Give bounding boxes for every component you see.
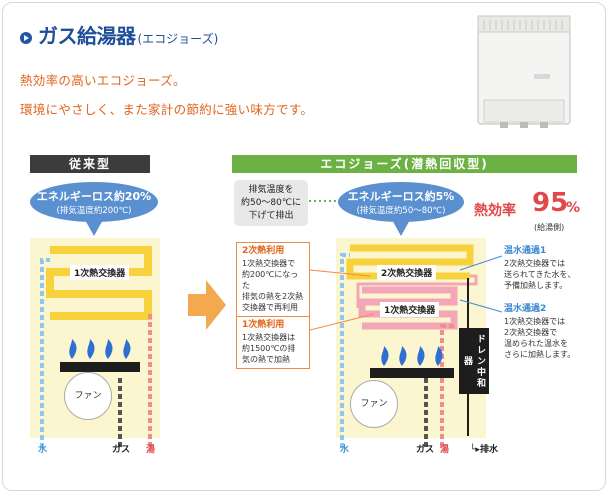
lead-line-2: 環境にやさしく、また家計の節約に強い味方です。: [20, 102, 314, 117]
lead-line-1: 熱効率の高いエコジョーズ。: [20, 73, 186, 88]
hot-water-pass-1-note: 温水通過1 2次熱交換器では 送られてきた水を、 予備加熱します。: [500, 244, 592, 293]
drain-arrow-icon: └▸: [470, 445, 480, 455]
fan-left: ファン: [64, 372, 112, 420]
energy-loss-left: エネルギーロス約20% (排気温度約200℃): [36, 190, 152, 216]
water-label-right: 水: [340, 445, 350, 455]
conventional-piping: [40, 246, 152, 448]
note-connectors-right: [460, 255, 502, 313]
title-subtitle: (エコジョーズ): [137, 32, 219, 46]
arrow-right-icon: [188, 280, 226, 330]
primary-heat-exchanger-left: 1次熱交換器: [70, 265, 130, 280]
drain-neutralizer: ドレン中和器: [459, 328, 489, 394]
secondary-heat-exchanger: 2次熱交換器: [377, 265, 437, 280]
energy-loss-right: エネルギーロス約5% (排気温度約50～80℃): [347, 190, 455, 216]
gas-flame-icon: [69, 339, 131, 359]
gas-label-left: ガス: [112, 445, 131, 455]
water-heater-unit-icon: [477, 15, 571, 128]
primary-heat-use-note: 1次熱利用 1次熱交換器は 約1500℃の排 気の熱で加熱: [236, 316, 310, 369]
burner-left: [60, 362, 140, 372]
exhaust-temperature-note: 排気温度を 約50～80℃に 下げて排出: [234, 180, 308, 226]
efficiency-note: (給湯側): [534, 223, 565, 232]
hot-label-left: 湯: [146, 445, 156, 455]
drain-label: └▸排水: [470, 445, 498, 455]
efficiency-label: 熱効率: [474, 203, 516, 219]
water-label-left: 水: [38, 445, 48, 455]
gas-label-right: ガス: [416, 445, 435, 455]
fan-right: ファン: [350, 380, 398, 428]
energy-loss-bubble-right: [338, 182, 464, 236]
gas-flame-icon: [381, 346, 443, 366]
tag-ecojozu: エコジョーズ(潜熱回収型): [232, 155, 577, 173]
energy-loss-bubble-left: [30, 182, 158, 236]
burner-right: [370, 368, 454, 378]
page-title: ガス給湯器 (エコジョーズ): [20, 20, 218, 49]
hot-water-pass-2-note: 温水通過2 1次熱交換器では 2次熱交換器で 温められた温水を さらに加熱します…: [500, 302, 592, 362]
dotted-connector: [309, 200, 339, 202]
hot-label-right: 湯: [440, 445, 450, 455]
title-main: ガス給湯器: [38, 24, 136, 48]
secondary-heat-use-note: 2次熱利用 1次熱交換器で 約200℃になった 排気の熱を2次熱 交換器で再利用: [236, 242, 310, 317]
primary-heat-exchanger-right: 1次熱交換器: [380, 302, 440, 317]
chevron-right-circle-icon: [20, 32, 32, 44]
note-connectors-left: [310, 269, 375, 331]
efficiency-unit: %: [566, 200, 581, 216]
tag-conventional: 従来型: [30, 155, 150, 173]
efficiency-value: 95: [532, 188, 569, 218]
